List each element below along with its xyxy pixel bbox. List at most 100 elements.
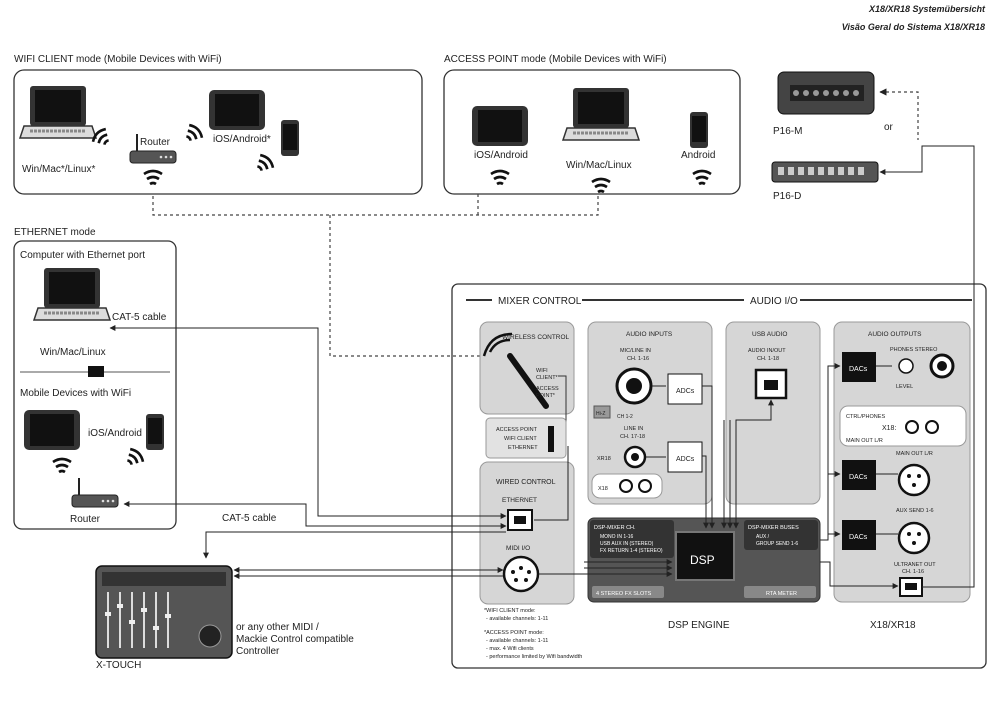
dacs-label-3: DACs	[849, 534, 868, 541]
access-point-title: ACCESS POINT mode (Mobile Devices with W…	[444, 54, 667, 65]
audio-outputs-label: AUDIO OUTPUTS	[868, 331, 922, 338]
xtouch-note-3: Controller	[236, 646, 280, 657]
ethernet-mobile-title: Mobile Devices with WiFi	[20, 388, 131, 399]
line-ch-label: CH. 17-18	[620, 434, 645, 440]
wifi-icon	[691, 169, 713, 186]
antenna-icon	[507, 353, 549, 409]
p16m-label: P16-M	[773, 126, 802, 137]
tablet-icon	[209, 90, 265, 130]
phone-icon	[146, 414, 164, 450]
cat5-cable-label-1: CAT-5 cable	[112, 312, 167, 323]
access-point-tablet-label: iOS/Android	[474, 150, 528, 161]
wifi-icon	[89, 125, 115, 151]
wifi-client-text: WIFI	[536, 368, 548, 374]
wifi-icon	[142, 169, 164, 186]
mode-switch	[548, 426, 554, 452]
usb-aux-label: USB AUX IN (STEREO)	[600, 541, 654, 547]
level-label: LEVEL	[896, 384, 913, 390]
wired-ethernet-label: ETHERNET	[502, 497, 537, 504]
audio-io-title: AUDIO I/O	[750, 296, 798, 307]
xtouch-device	[95, 565, 233, 659]
xtouch-note-2: Mackie Control compatible	[236, 634, 354, 645]
phone-icon	[690, 112, 708, 148]
wifi-icon	[590, 177, 612, 194]
tablet-icon	[24, 410, 80, 450]
adcs-block-1	[667, 373, 703, 405]
switch-access-point: ACCESS POINT	[496, 427, 538, 433]
tablet-icon	[472, 106, 528, 146]
note-ap-3: - performance limited by Wifi bandwidth	[486, 654, 582, 660]
or-label: or	[884, 122, 894, 133]
dsp-buses-label: DSP-MIXER BUSES	[748, 525, 799, 531]
fx-slots-label: 4 STEREO FX SLOTS	[596, 591, 652, 597]
ethernet-router-label: Router	[70, 514, 101, 525]
adcs-label-1: ADCs	[676, 388, 695, 395]
xtouch-note-1: or any other MIDI /	[236, 622, 319, 633]
xr18-label: XR18	[597, 456, 611, 462]
mic-ch-label: CH. 1-16	[627, 356, 649, 362]
laptop-icon	[32, 266, 112, 322]
main-out-small-label: MAIN OUT L/R	[846, 438, 883, 444]
audio-inputs-label: AUDIO INPUTS	[626, 331, 673, 338]
level-knob	[898, 358, 914, 374]
adcs-block-2	[667, 441, 703, 473]
xlr-aux-send	[897, 521, 931, 555]
ethernet-title: ETHERNET mode	[14, 227, 96, 238]
dsp-label: DSP	[690, 553, 715, 567]
laptop-icon	[18, 84, 98, 140]
laptop-icon	[561, 86, 641, 142]
dsp-chip	[675, 531, 735, 581]
ch12-label: CH 1-2	[617, 414, 633, 420]
access-point-laptop-label: Win/Mac/Linux	[566, 160, 632, 171]
ctrl-phones-label: CTRL/PHONES	[846, 414, 885, 420]
x18-label: X18	[598, 486, 608, 492]
note-ap-title: *ACCESS POINT mode:	[484, 630, 544, 636]
note-ap-2: - max. 4 Wifi clients	[486, 646, 534, 652]
mono-in-label: MONO IN 1-16	[600, 534, 634, 540]
wireless-control-label: WIRELESS CONTROL	[502, 334, 570, 341]
x18-output-label: X18:	[882, 425, 896, 432]
dacs-block-3	[842, 520, 876, 550]
access-point-text: ACCESS	[536, 386, 559, 392]
phones-label: PHONES STEREO	[890, 347, 938, 353]
dsp-mixer-ch-label: DSP-MIXER CH.	[594, 525, 636, 531]
main-out-label: MAIN OUT L/R	[896, 451, 933, 457]
ethernet-computer-title: Computer with Ethernet port	[20, 250, 145, 261]
aux-label: AUX /	[756, 534, 770, 540]
wifi-client-mobile-label: iOS/Android*	[213, 134, 271, 145]
access-point-box	[443, 69, 741, 195]
line-in-label: LINE IN	[624, 426, 643, 432]
wifi-icon	[489, 169, 511, 186]
model-label: X18/XR18	[870, 620, 916, 631]
ultranet-ch-label: CH. 1-16	[902, 569, 924, 575]
phone-icon	[281, 120, 299, 156]
dacs-label-1: DACs	[849, 366, 868, 373]
mixer-control-title: MIXER CONTROL	[498, 296, 582, 307]
dacs-block-2	[842, 460, 876, 490]
dacs-label-2: DACs	[849, 474, 868, 481]
usb-ch-label: CH. 1-18	[757, 356, 779, 362]
header-line-2: Visão Geral do Sistema X18/XR18	[842, 22, 985, 32]
access-point-phone-label: Android	[681, 150, 715, 161]
midi-port	[502, 555, 540, 593]
adcs-label-2: ADCs	[676, 456, 695, 463]
ethernet-laptop-label: Win/Mac/Linux	[40, 347, 106, 358]
access-point-text-2: POINT*	[536, 393, 556, 399]
wifi-icon	[251, 151, 277, 177]
p16d-label: P16-D	[773, 191, 801, 202]
wired-control-label: WIRED CONTROL	[496, 479, 556, 486]
divider-block	[88, 366, 104, 377]
header-line-1: X18/XR18 Systemübersicht	[868, 4, 986, 14]
switch-wifi-client: WIFI CLIENT	[504, 436, 537, 442]
wifi-icon	[180, 121, 206, 147]
wifi-icon	[51, 457, 73, 474]
xlr-main-out	[897, 463, 931, 497]
note-wc-title: *WIFI CLIENT mode:	[484, 608, 536, 614]
wifi-client-title: WIFI CLIENT mode (Mobile Devices with Wi…	[14, 54, 222, 65]
aux-send-label: AUX SEND 1-6	[896, 508, 934, 514]
wifi-client-text-2: CLIENT*	[536, 375, 559, 381]
dacs-block-1	[842, 352, 876, 382]
note-ap-1: - available channels: 1-11	[486, 638, 548, 644]
fx-return-label: FX RETURN 1-4 (STEREO)	[600, 548, 663, 554]
